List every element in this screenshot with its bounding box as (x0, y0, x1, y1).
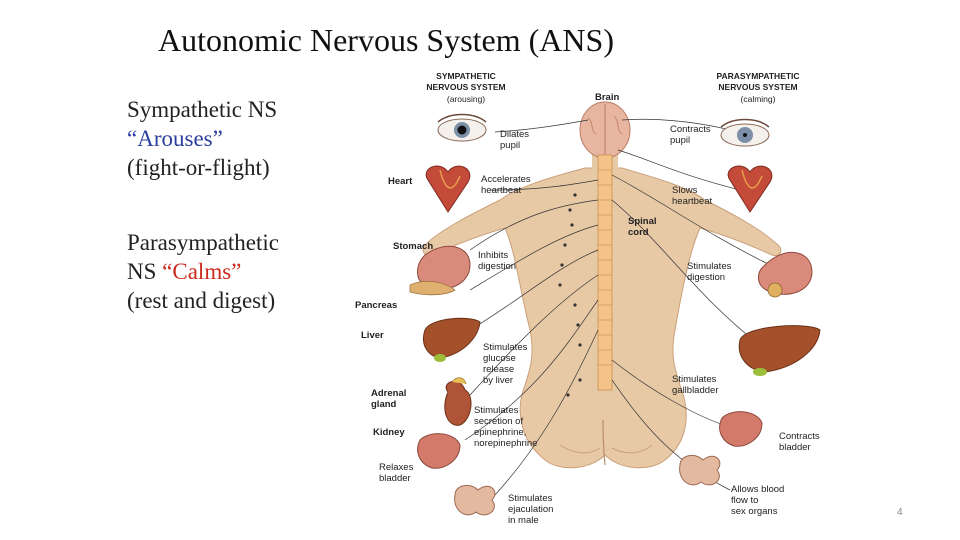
sympathetic-line-2: “Arouses” (127, 124, 279, 153)
parasympathetic-header: (calming) (741, 94, 776, 104)
sympathetic-header: (arousing) (447, 94, 485, 104)
stomach-icon (417, 245, 471, 290)
parasympathetic-header: PARASYMPATHETIC (716, 71, 799, 81)
organ-label: Heart (388, 176, 413, 187)
heart-icon (425, 165, 471, 213)
quote-open: “ (127, 126, 138, 151)
effect-label: Contracts (670, 124, 711, 135)
effect-label: Stimulates (672, 374, 717, 385)
bladder-icon (719, 411, 763, 447)
bladder-icon (417, 433, 461, 469)
effect-label: digestion (687, 272, 725, 283)
effect-label: flow to (731, 495, 758, 506)
eye-icon (720, 118, 770, 147)
ns-prefix: NS (127, 259, 163, 284)
liver-icon (738, 325, 821, 376)
spinal-cord-label: cord (628, 227, 649, 238)
sympathetic-header: SYMPATHETIC (436, 71, 496, 81)
brain-label: Brain (595, 92, 619, 103)
arouses-highlight: Arouses (137, 126, 213, 151)
organ-label: Kidney (373, 427, 405, 438)
parasympathetic-header: NERVOUS SYSTEM (718, 82, 797, 92)
spinal-cord-label: Spinal (628, 216, 657, 227)
brain-icon (579, 101, 631, 159)
effect-label: Accelerates (481, 174, 531, 185)
sympathetic-header: NERVOUS SYSTEM (426, 82, 505, 92)
effect-label: Inhibits (478, 250, 508, 261)
effect-label: bladder (779, 442, 811, 453)
slide-number: 4 (897, 507, 903, 518)
reproductive-organ-icon (454, 484, 496, 516)
pancreas-icon (409, 280, 456, 296)
slide-title: Autonomic Nervous System (ANS) (158, 22, 614, 58)
effect-label: heartbeat (672, 196, 713, 207)
kidney-icon (444, 377, 472, 426)
effect-label: heartbeat (481, 185, 522, 196)
effect-label: in male (508, 515, 539, 526)
sympathetic-nerve-lines (464, 119, 599, 496)
effect-label: glucose (483, 353, 516, 364)
bullet-list: Sympathetic NS “Arouses” (fight-or-fligh… (127, 95, 279, 315)
effect-label: Allows blood (731, 484, 784, 495)
effect-label: sex organs (731, 506, 778, 517)
effect-label: Stimulates (483, 342, 528, 353)
parasympathetic-line-2: NS “Calms” (127, 257, 279, 286)
effect-label: epinephrine, (474, 427, 526, 438)
effect-label: Stimulates (474, 405, 519, 416)
quote-open: “ (162, 259, 173, 284)
effect-label: Relaxes (379, 462, 414, 473)
effect-label: Stimulates (508, 493, 553, 504)
organ-label: Pancreas (355, 300, 397, 311)
effect-label: bladder (379, 473, 411, 484)
effect-label: Dilates (500, 129, 529, 140)
organ-label: Stomach (393, 241, 433, 252)
effect-label: Slows (672, 185, 698, 196)
spinal-cord-icon (597, 154, 613, 391)
parasympathetic-line-3: (rest and digest) (127, 288, 276, 313)
organ-label: gland (371, 399, 397, 410)
eye-icon (437, 113, 487, 142)
heart-icon (727, 165, 773, 213)
ganglia-dots (558, 193, 582, 397)
parasympathetic-line-1: Parasympathetic (127, 230, 280, 255)
stomach-icon (757, 251, 813, 298)
sympathetic-line-3: (fight-or-flight) (127, 155, 270, 180)
effect-label: secretion of (474, 416, 523, 427)
effect-label: gallbladder (672, 385, 718, 396)
effect-label: release (483, 364, 514, 375)
effect-label: pupil (670, 135, 690, 146)
sympathetic-line-1: Sympathetic NS (127, 97, 278, 122)
quote-close: ” (212, 126, 223, 151)
calms-highlight: Calms (172, 259, 232, 284)
effect-label: by liver (483, 375, 513, 386)
effect-label: ejaculation (508, 504, 553, 515)
effect-label: digestion (478, 261, 516, 272)
organ-label: Liver (361, 330, 384, 341)
organ-label: Adrenal (371, 388, 406, 399)
effect-label: norepinephrine (474, 438, 537, 449)
effect-label: pupil (500, 140, 520, 151)
reproductive-organ-icon (679, 454, 721, 486)
effect-label: Stimulates (687, 261, 732, 272)
quote-close: ” (231, 259, 242, 284)
liver-icon (423, 317, 481, 362)
effect-label: Contracts (779, 431, 820, 442)
